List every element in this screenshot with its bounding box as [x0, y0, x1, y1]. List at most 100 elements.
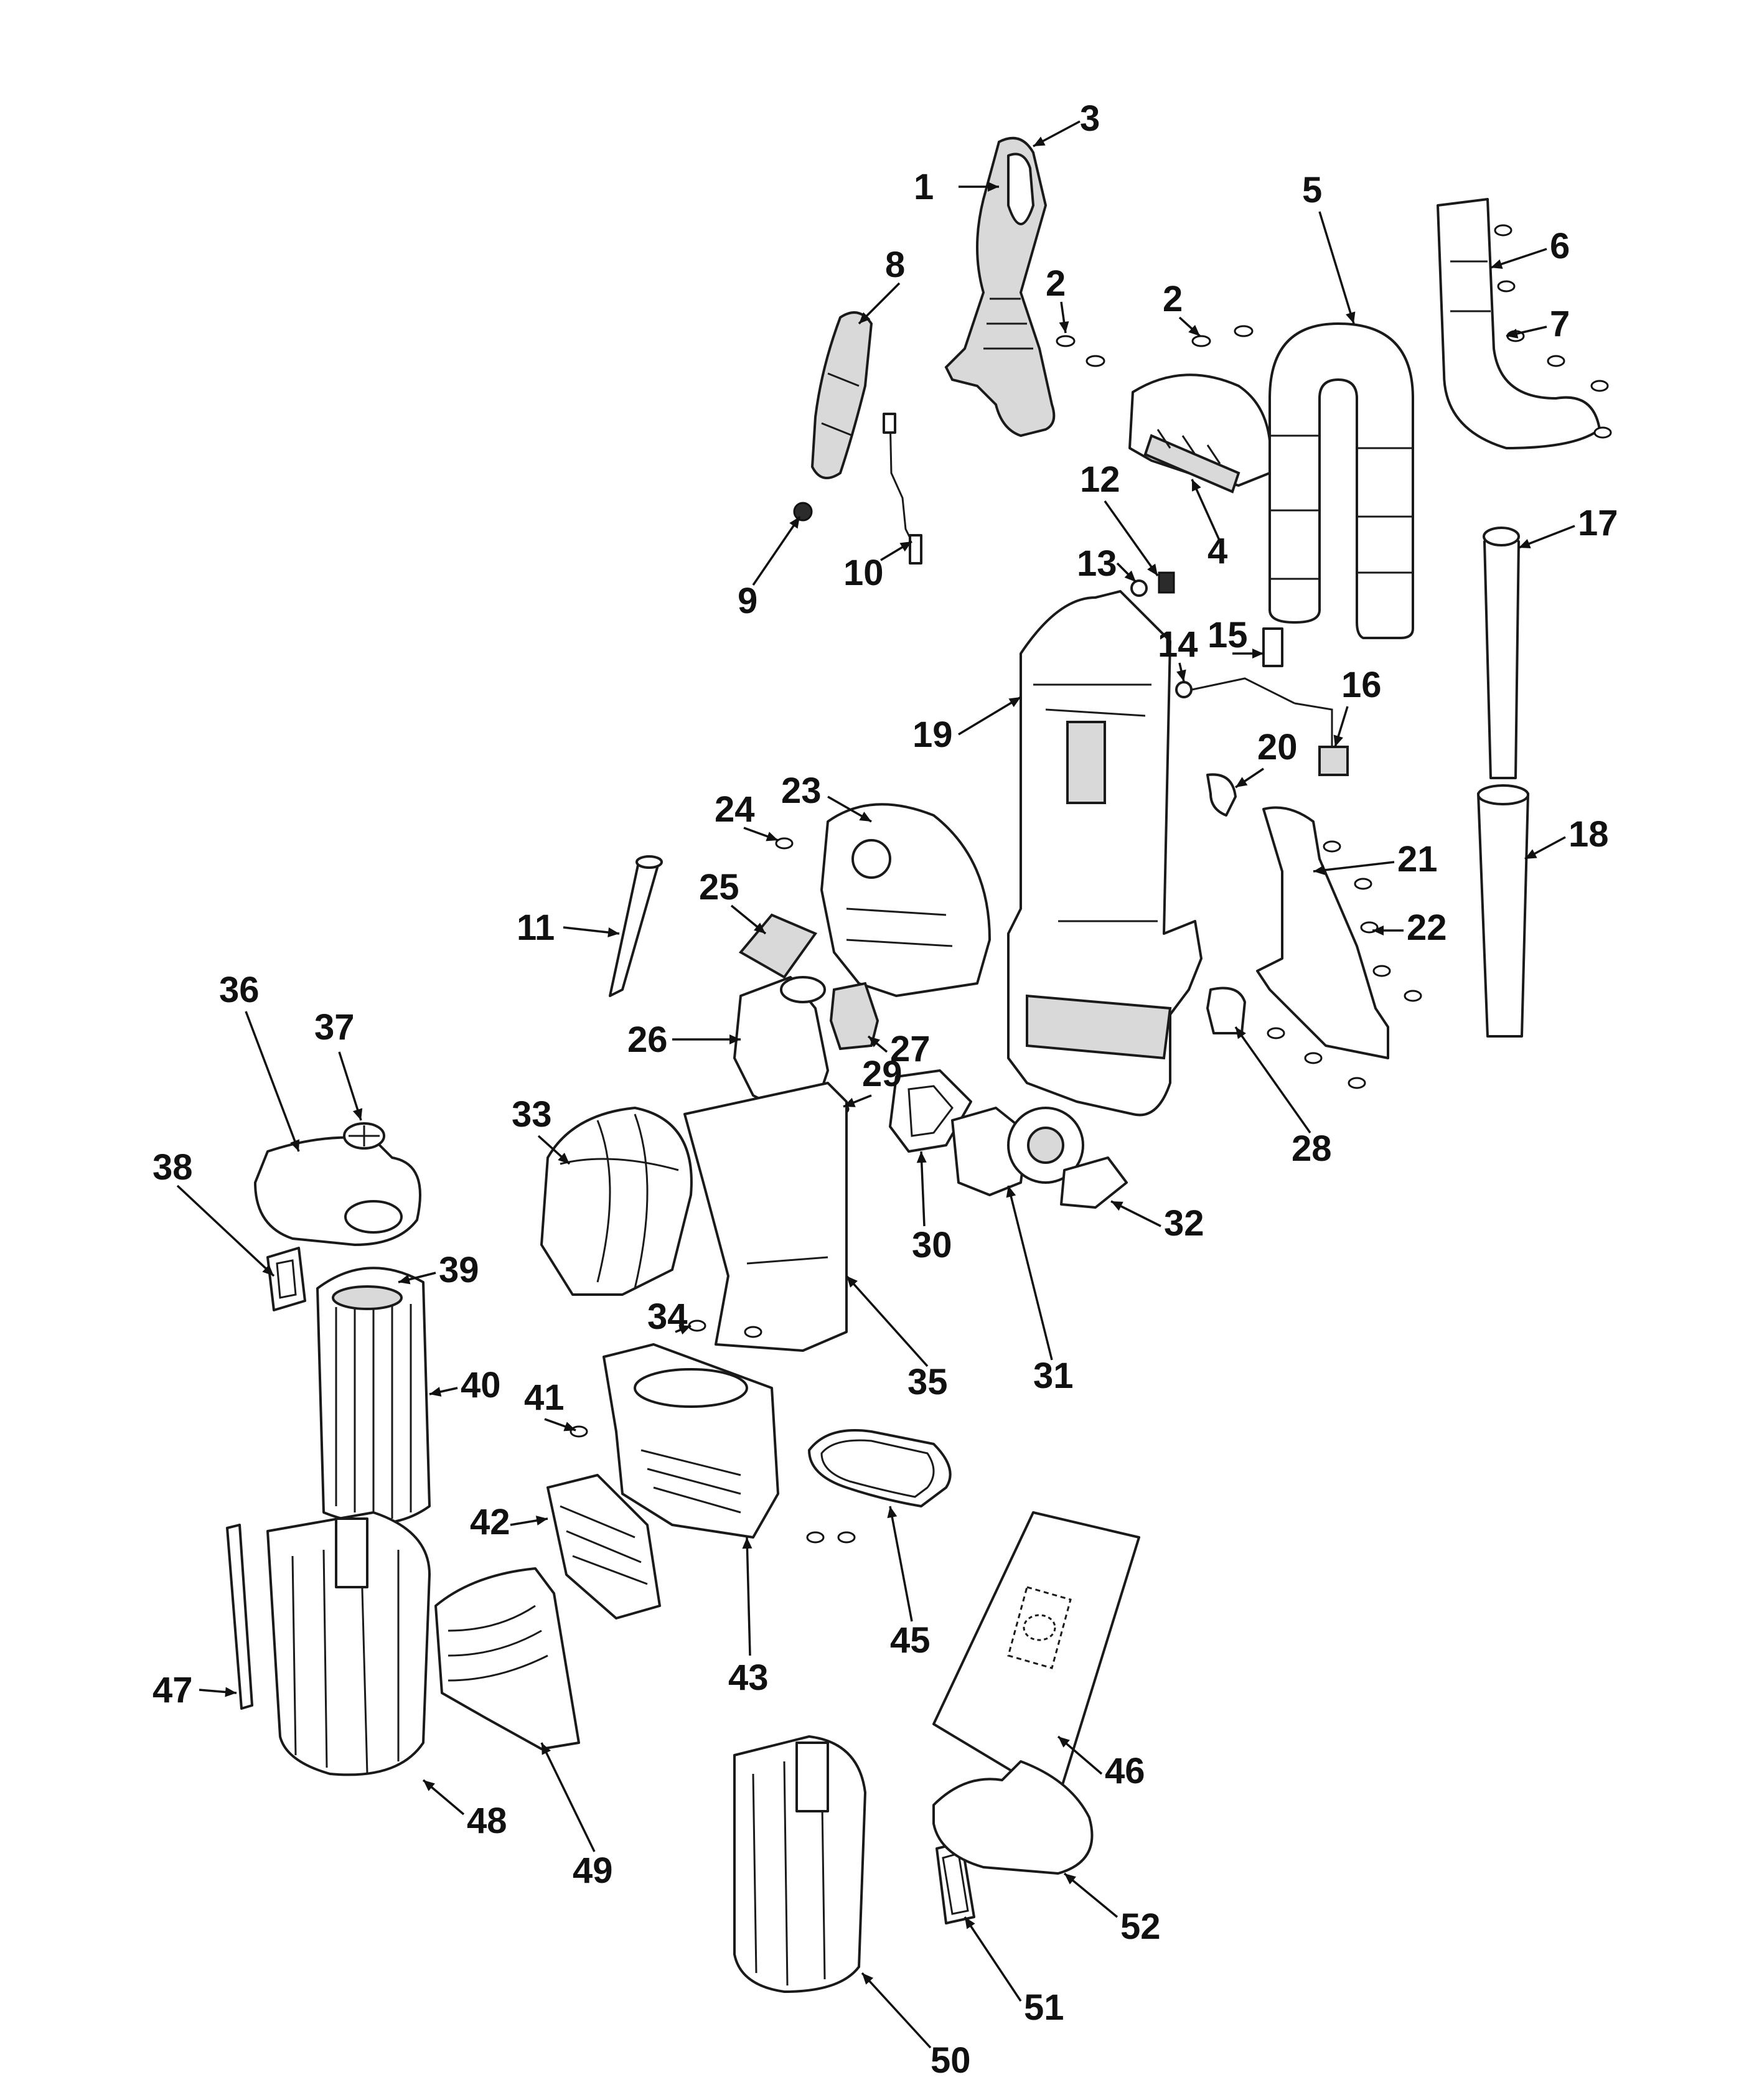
part-11-crevice-tool [609, 855, 663, 997]
leader-arrow-3 [1033, 136, 1046, 146]
callout-34: 34 [647, 1296, 688, 1337]
leader-line-9 [752, 516, 801, 586]
callout-leaders [176, 120, 1575, 2049]
leader-arrow-2b [1188, 324, 1200, 336]
leader-arrow-12 [1147, 563, 1158, 576]
leader-line-50 [861, 1972, 932, 2049]
callout-8: 8 [885, 245, 905, 285]
callout-49: 49 [573, 1850, 613, 1891]
part-37-disc [343, 1122, 385, 1150]
callout-3: 3 [1080, 98, 1100, 139]
leader-line-30 [920, 1151, 926, 1227]
leader-arrow-45 [887, 1506, 898, 1519]
leader-arrow-16 [1333, 734, 1343, 747]
part-18-wand [1477, 784, 1529, 1038]
callout-10: 10 [843, 553, 884, 593]
part-5-hose [1268, 322, 1414, 639]
callout-17: 17 [1578, 503, 1618, 543]
callout-40: 40 [461, 1365, 501, 1405]
leader-arrow-10 [899, 541, 912, 552]
leader-arrow-23 [859, 812, 871, 822]
leader-arrow-9 [789, 517, 800, 529]
callout-16: 16 [1341, 665, 1382, 705]
callout-29: 29 [862, 1054, 903, 1094]
part-25-cap [738, 913, 818, 979]
leader-arrow-41 [563, 1422, 576, 1432]
leader-line-5 [1318, 211, 1355, 324]
part-31-motor [951, 1107, 1084, 1196]
leader-arrow-2a [1059, 321, 1069, 333]
callout-26: 26 [627, 1020, 668, 1060]
leader-arrow-38 [262, 1264, 274, 1276]
callout-12: 12 [1080, 459, 1120, 500]
leader-line-45 [889, 1506, 913, 1622]
part-52-lid [932, 1760, 1094, 1875]
callout-1: 1 [914, 167, 934, 207]
leader-arrow-4 [1192, 479, 1201, 492]
part-4-cover [1128, 373, 1272, 494]
leader-arrow-43 [742, 1537, 753, 1549]
callout-35: 35 [907, 1362, 948, 1402]
leader-arrow-22 [1372, 926, 1384, 935]
part-33-cover [540, 1107, 693, 1296]
callout-22: 22 [1407, 907, 1447, 948]
callout-25: 25 [699, 867, 739, 907]
part-27-elbow [829, 982, 879, 1051]
part-1-handle [944, 136, 1056, 438]
leader-arrow-34 [678, 1325, 691, 1335]
leader-arrow-7 [1506, 329, 1519, 339]
leader-arrow-30 [916, 1151, 927, 1163]
parts-illustrations [226, 136, 1612, 1993]
callout-14: 14 [1158, 624, 1198, 665]
callout-2a: 2 [1046, 263, 1066, 304]
leader-arrow-6 [1491, 259, 1503, 269]
part-21-duct [1256, 806, 1389, 1059]
leader-arrow-11 [607, 927, 619, 937]
callout-46: 46 [1105, 1751, 1145, 1791]
callout-47: 47 [152, 1670, 193, 1710]
callout-51: 51 [1024, 1987, 1064, 2028]
leader-arrow-28 [1236, 1027, 1246, 1039]
leader-line-19 [958, 696, 1021, 736]
leader-arrow-25 [754, 922, 766, 934]
callout-43: 43 [728, 1657, 769, 1698]
leader-line-21 [1313, 861, 1395, 873]
leader-arrow-39 [398, 1274, 411, 1285]
leader-arrow-42 [535, 1516, 548, 1526]
leader-arrow-17 [1519, 539, 1531, 548]
part-30-frame [889, 1069, 972, 1153]
callout-18: 18 [1568, 814, 1609, 855]
leader-arrow-5 [1346, 311, 1356, 324]
part-48-dirt-cup [266, 1511, 431, 1776]
callout-20: 20 [1257, 727, 1298, 767]
part-50-dirt-cup [733, 1735, 866, 1993]
leader-arrow-46 [1058, 1737, 1070, 1748]
callout-32: 32 [1164, 1203, 1204, 1244]
part-14-16-cord [1175, 627, 1349, 776]
leader-arrow-1 [988, 182, 999, 192]
callout-37: 37 [314, 1007, 355, 1048]
callout-5: 5 [1302, 170, 1322, 210]
part-8-grip [810, 311, 873, 479]
callout-36: 36 [219, 970, 260, 1010]
callout-6: 6 [1550, 226, 1570, 266]
leader-arrow-21 [1313, 865, 1325, 875]
callout-50: 50 [931, 2040, 971, 2081]
callout-45: 45 [890, 1620, 931, 1661]
callout-13: 13 [1077, 543, 1117, 584]
part-26-connector [733, 976, 829, 1115]
part-43-base [603, 1343, 779, 1539]
part-28-sleeve [1206, 987, 1246, 1034]
callout-38: 38 [152, 1147, 193, 1188]
part-19-body [1007, 590, 1203, 1117]
leader-arrow-18 [1525, 849, 1537, 859]
callout-33: 33 [512, 1094, 552, 1135]
leader-arrow-19 [1008, 697, 1021, 708]
callout-39: 39 [439, 1250, 479, 1290]
leader-arrow-14 [1176, 669, 1186, 682]
leader-arrow-47 [225, 1687, 237, 1697]
leader-arrow-36 [290, 1139, 300, 1151]
part-35-front-panel [683, 1082, 848, 1352]
leader-line-43 [746, 1537, 751, 1656]
